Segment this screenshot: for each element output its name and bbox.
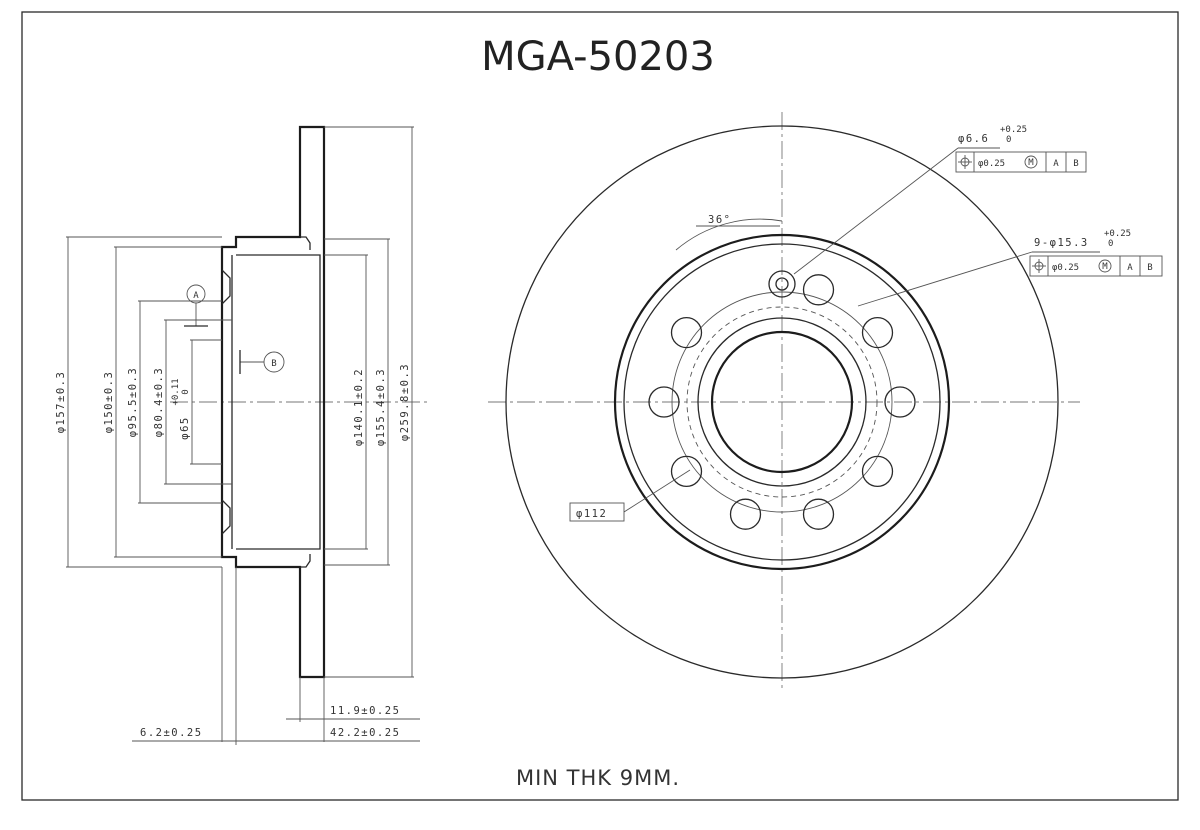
hub-step [221, 269, 231, 535]
svg-text:+0.25: +0.25 [1104, 229, 1131, 239]
tolerance-frame-2: φ0.25 M A B [1029, 255, 1163, 277]
dim-11-9: 11.9±0.25 [330, 705, 400, 717]
bolt-hole [670, 455, 703, 488]
flange-notch [300, 236, 311, 568]
svg-text:0: 0 [1108, 239, 1113, 249]
dim-42-2: 42.2±0.25 [330, 727, 400, 739]
datum-a-marker: A [184, 284, 208, 327]
svg-text:+0.11: +0.11 [171, 378, 181, 405]
tolerance-frame-1: φ0.25 M A B [955, 151, 1087, 173]
angle-36-annotation: 36° [675, 214, 783, 251]
svg-text:B: B [271, 359, 276, 369]
svg-text:A: A [1053, 159, 1059, 169]
bolt-circle-outer [671, 291, 893, 513]
dim-65: φ65 +0.11 0 [171, 378, 191, 439]
svg-text:B: B [1073, 159, 1078, 169]
hat-inner-wall [236, 254, 321, 550]
bolt-hole [648, 386, 680, 418]
dim-150: φ150±0.3 [103, 371, 115, 434]
right-dimension-lines [324, 126, 414, 678]
pcd-label: φ112 [576, 508, 607, 520]
svg-text:0: 0 [1006, 135, 1011, 145]
dim-155-4: φ155.4±0.3 [375, 368, 387, 446]
dim-95-5: φ95.5±0.3 [127, 367, 139, 437]
bolt-hole [670, 316, 703, 349]
drawing-title: MGA-50203 [481, 34, 715, 80]
braking-surface-inner-edge [613, 233, 951, 571]
position-icon [958, 155, 972, 169]
bolt-hole [729, 498, 762, 530]
bolt-circle-pcd [686, 306, 878, 498]
svg-text:M: M [1102, 262, 1108, 272]
dim-140-1: φ140.1±0.2 [353, 368, 365, 446]
hub-bore-lines [222, 319, 232, 485]
svg-text:φ65: φ65 [179, 416, 191, 439]
small-hole-callout: φ6.6 +0.25 0 φ0.25 M A B [793, 125, 1087, 275]
position-icon [1032, 259, 1046, 273]
hub-step-edge [697, 317, 867, 487]
datum-b-marker: B [239, 350, 285, 374]
bolt-hole [861, 316, 894, 349]
bolt-hole [884, 386, 916, 418]
left-dimension-lines [66, 236, 222, 568]
sheet-border [21, 11, 1179, 801]
bolt-hole [861, 455, 894, 488]
hat-outer-edge [623, 243, 941, 561]
angle-label: 36° [708, 214, 731, 226]
bolt-holes [648, 274, 916, 530]
svg-text:A: A [193, 291, 199, 301]
center-bore [710, 330, 854, 474]
svg-text:M: M [1028, 158, 1034, 168]
svg-text:+0.25: +0.25 [1000, 125, 1027, 135]
rotor-outer-edge [505, 125, 1059, 679]
svg-text:0: 0 [181, 389, 191, 394]
svg-text:φ0.25: φ0.25 [978, 159, 1005, 169]
dim-80-4: φ80.4±0.3 [153, 367, 165, 437]
locating-hole [768, 270, 796, 298]
dim-157: φ157±0.3 [55, 371, 67, 434]
svg-text:A: A [1127, 263, 1133, 273]
svg-text:9-φ15.3: 9-φ15.3 [1034, 237, 1089, 249]
side-view: φ157±0.3 φ150±0.3 φ95.5±0.3 φ80.4±0.3 φ6… [55, 125, 430, 745]
dim-259-8: φ259.8±0.3 [399, 363, 411, 441]
svg-text:B: B [1147, 263, 1152, 273]
min-thickness-note: MIN THK 9MM. [516, 766, 680, 790]
pcd-annotation: φ112 [569, 469, 691, 522]
bottom-dimension-lines [132, 567, 420, 745]
svg-text:φ6.6: φ6.6 [958, 133, 989, 145]
dim-6-2: 6.2±0.25 [140, 727, 203, 739]
bolt-holes-callout: 9-φ15.3 +0.25 0 φ0.25 M A B [857, 229, 1163, 307]
bolt-hole [802, 274, 835, 306]
front-view: 36° φ112 φ6.6 +0.25 0 [488, 112, 1163, 690]
bolt-hole [802, 498, 835, 530]
svg-text:φ0.25: φ0.25 [1052, 263, 1079, 273]
